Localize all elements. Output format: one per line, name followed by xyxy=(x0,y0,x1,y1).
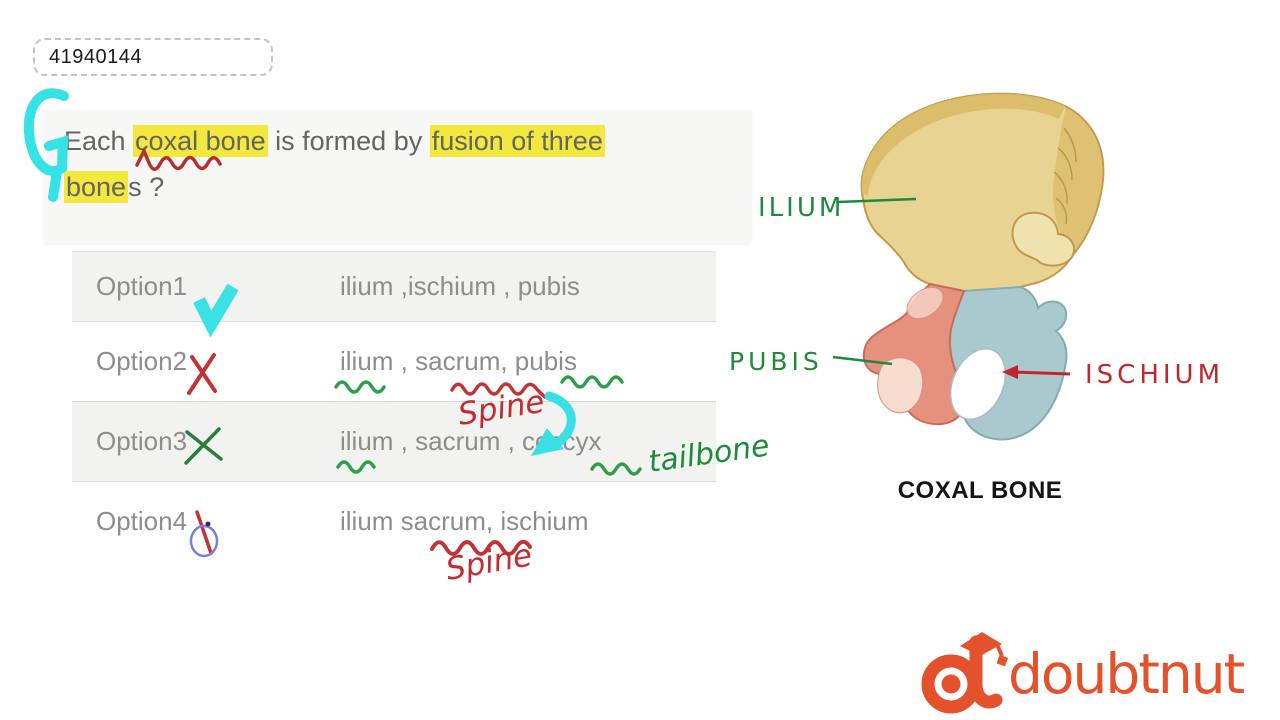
question-card: Each coxal bone is formed by fusion of t… xyxy=(44,110,751,243)
option-value: ilium , sacrum , coccyx xyxy=(340,426,602,456)
option-value: ilium , sacrum, pubis xyxy=(340,346,577,376)
auricular-surface xyxy=(1011,211,1076,267)
cap-tassel-end xyxy=(996,654,1008,667)
pubis-label: PUBIS xyxy=(729,347,823,376)
doubtnut-logo-icon xyxy=(921,632,1008,714)
doubtnut-logo-text: doubtnut xyxy=(1008,642,1245,706)
question-segment: is formed by xyxy=(267,126,430,156)
option-row-1: Option1 ilium ,ischium , pubis xyxy=(72,252,716,322)
diagram-caption: COXAL BONE xyxy=(897,477,1063,504)
question-id-badge: 41940144 xyxy=(33,38,273,76)
pubis-inner-patch xyxy=(877,357,924,413)
posterior-ilium-shading xyxy=(1052,108,1103,254)
option-label: Option1 xyxy=(96,271,188,301)
question-segment: Each xyxy=(64,126,134,156)
bone-texture-lines xyxy=(1053,127,1077,225)
question-segment: s ? xyxy=(128,172,165,202)
question-id: 41940144 xyxy=(49,45,142,68)
cap-tassel xyxy=(994,641,1004,657)
logo-stem xyxy=(969,635,1003,709)
question-text: Each coxal bone is formed by fusion of t… xyxy=(44,110,751,210)
coxal-bone-illustration xyxy=(860,92,1105,441)
option-row-3: Option3 ilium , sacrum , coccyx xyxy=(72,402,716,482)
iliac-crest-band xyxy=(861,93,1065,196)
highlighted-text: coxal bone xyxy=(133,125,268,157)
option-label: Option3 xyxy=(96,426,188,456)
obturator-foramen xyxy=(949,347,1007,421)
acetabulum-highlight xyxy=(906,286,944,320)
question-line-1: Each coxal bone is formed by fusion of t… xyxy=(64,118,751,164)
highlighted-text: fusion of three xyxy=(429,125,605,157)
highlighted-text: bone xyxy=(64,171,129,203)
option-label: Option2 xyxy=(96,346,188,376)
option-label: Option4 xyxy=(96,505,188,536)
option-row-4: Option4 ilium sacrum, ischium xyxy=(72,482,716,560)
question-line-2: bones ? xyxy=(64,164,751,210)
option-value: ilium ,ischium , pubis xyxy=(340,271,580,301)
option-row-2: Option2 ilium , sacrum, pubis xyxy=(72,322,716,402)
logo-dot xyxy=(941,674,961,694)
graduation-cap-icon xyxy=(960,632,1002,656)
option-value: ilium sacrum, ischium xyxy=(340,505,589,536)
options-table: Option1 ilium ,ischium , pubis Option2 i… xyxy=(72,251,716,560)
